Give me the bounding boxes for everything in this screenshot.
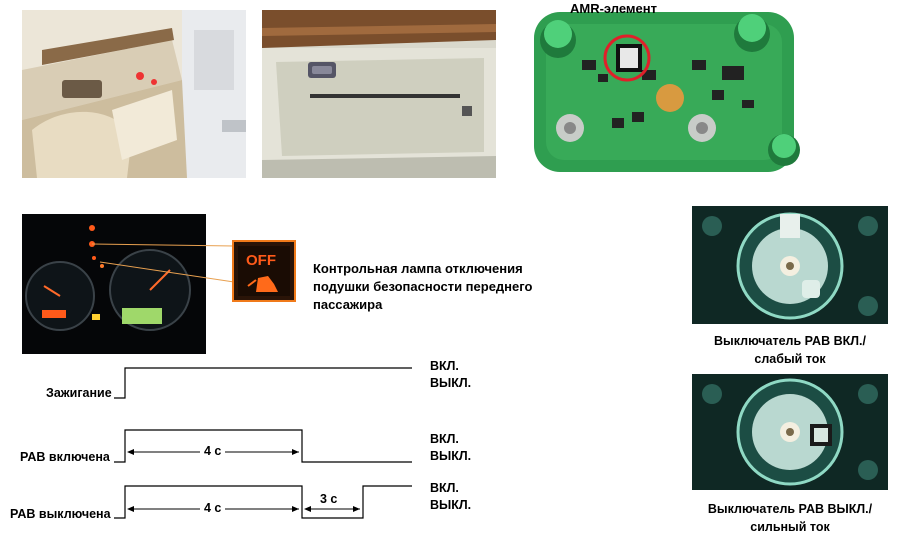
- indicator-description-line: пассажира: [313, 297, 383, 312]
- switch-on-illustration: [692, 206, 888, 324]
- pab-off-duration-label: 4 с: [200, 501, 226, 516]
- pab-off-label: PAB выключена: [10, 507, 111, 521]
- airbag-off-icon: [238, 246, 290, 296]
- switch-off-caption-line: Выключатель PAB ВЫКЛ./: [707, 502, 873, 516]
- switch-off-caption: Выключатель PAB ВЫКЛ./ сильный ток: [676, 500, 904, 536]
- indicator-description-line: подушки безопасности переднего: [313, 279, 533, 294]
- car-interior-illustration: [22, 10, 246, 178]
- pab-off-off-label: ВЫКЛ.: [430, 498, 472, 512]
- ignition-label: Зажигание: [46, 386, 112, 400]
- switch-on-caption-line: слабый ток: [754, 352, 826, 366]
- glovebox-photo: [262, 10, 496, 178]
- pab-on-on-label: ВКЛ.: [430, 432, 459, 446]
- dashboard-photo: [22, 214, 206, 354]
- pab-on-duration-label: 4 с: [200, 444, 226, 459]
- pab-off-gap-label: 3 с: [320, 492, 338, 506]
- pab-off-waveform: [114, 485, 412, 519]
- pab-off-on-label: ВКЛ.: [430, 481, 459, 495]
- pab-on-waveform: [114, 429, 412, 463]
- indicator-description-line: Контрольная лампа отключения: [313, 261, 523, 276]
- off-text: OFF: [246, 252, 276, 269]
- switch-off-photo: [692, 374, 888, 490]
- airbag-off-lamp: OFF: [232, 240, 296, 302]
- amr-element-label: AMR-элемент: [570, 1, 658, 16]
- indicator-description: Контрольная лампа отключения подушки без…: [313, 260, 593, 314]
- ignition-waveform: [114, 367, 412, 399]
- switch-on-photo: [692, 206, 888, 324]
- pcb-photo: AMR-элемент: [522, 0, 802, 185]
- ignition-off-label: ВЫКЛ.: [430, 376, 472, 390]
- switch-on-caption-line: Выключатель PAB ВКЛ./: [714, 334, 866, 348]
- car-interior-photo: [22, 10, 246, 178]
- pab-on-off-label: ВЫКЛ.: [430, 449, 472, 463]
- dashboard-illustration: [22, 214, 206, 354]
- pcb-illustration: [522, 0, 802, 185]
- pab-on-label: PAB включена: [20, 450, 110, 464]
- switch-on-caption: Выключатель PAB ВКЛ./ слабый ток: [682, 332, 898, 368]
- ignition-on-label: ВКЛ.: [430, 359, 459, 373]
- glovebox-illustration: [262, 10, 496, 178]
- switch-off-illustration: [692, 374, 888, 490]
- switch-off-caption-line: сильный ток: [750, 520, 830, 534]
- amr-highlight-circle: [603, 34, 651, 82]
